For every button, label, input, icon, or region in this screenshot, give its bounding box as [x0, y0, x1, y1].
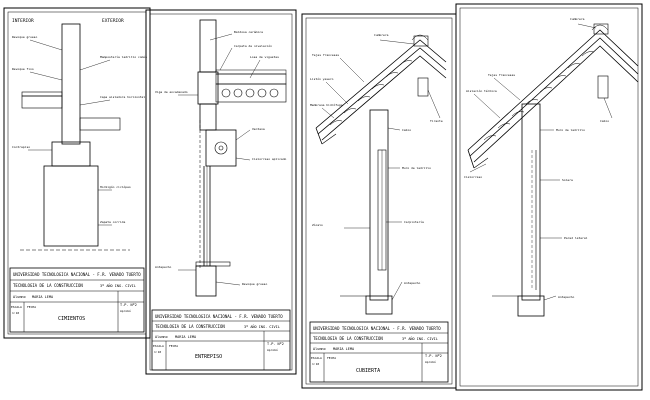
- title-block: UNIVERSIDAD TECNOLOGICA NACIONAL - F.R. …: [9, 267, 145, 333]
- year: 3º AÑO ING. CIVIL: [402, 336, 438, 341]
- tp-number: T.P. Nº2: [120, 303, 137, 307]
- university: UNIVERSIDAD TECNOLOGICA NACIONAL - F.R. …: [155, 314, 283, 319]
- label-exterior: EXTERIOR: [102, 18, 124, 24]
- scale-label: ESCALA: [311, 356, 322, 360]
- sheet-entrepiso: Baldosa cerámica Carpeta de nivelación L…: [145, 9, 297, 375]
- student: MARIA LEMA: [333, 347, 355, 351]
- note: Losa de viguetas: [250, 55, 279, 59]
- title-block: UNIVERSIDAD TECNOLOGICA NACIONAL - F.R. …: [151, 309, 291, 371]
- date-label: FECHA: [27, 305, 36, 309]
- tp-number: T.P. Nº2: [267, 342, 284, 346]
- note: Antepecho: [155, 265, 171, 269]
- note: Viga de encadenado: [155, 90, 188, 94]
- ring-beam: [197, 71, 219, 105]
- title-block: UNIVERSIDAD TECNOLOGICA NACIONAL - F.R. …: [309, 321, 449, 383]
- note: Tejas francesas: [312, 53, 339, 57]
- note: Zapata corrida: [100, 220, 125, 224]
- approved: Aprobó: [120, 309, 131, 313]
- scale: 1:10: [312, 362, 319, 366]
- note: Tirante: [430, 119, 443, 123]
- date-label: FECHA: [327, 356, 336, 360]
- note: Muro de ladrillo: [556, 128, 585, 132]
- approved: Aprobó: [267, 348, 278, 352]
- date-label: FECHA: [169, 344, 178, 348]
- note: Antepecho: [404, 281, 420, 285]
- note: Antepecho: [558, 295, 574, 299]
- course: TECNOLOGIA DE LA CONSTRUCCION: [155, 324, 225, 329]
- course: TECNOLOGIA DE LA CONSTRUCCION: [313, 336, 383, 341]
- note: Revoque grueso: [242, 282, 267, 286]
- note: Mampostería ladrillo común: [100, 55, 147, 59]
- course: TECNOLOGIA DE LA CONSTRUCCION: [13, 283, 83, 288]
- note: Cumbrera: [374, 33, 389, 37]
- foundation-concrete: [43, 165, 99, 247]
- student-label: Alumno: [13, 295, 26, 299]
- scale-label: ESCALA: [153, 344, 164, 348]
- student-label: Alumno: [155, 335, 168, 339]
- sheet-cimientos: INTERIOR EXTERIOR Revoque grueso Revoque…: [3, 7, 151, 339]
- approved: Aprobó: [425, 360, 436, 364]
- scale-label: ESCALA: [11, 305, 22, 309]
- university: UNIVERSIDAD TECNOLOGICA NACIONAL - F.R. …: [313, 326, 441, 331]
- note: Carpintería: [404, 220, 424, 224]
- student: MARIA LEMA: [32, 295, 54, 299]
- note: Cabio: [600, 119, 609, 123]
- university: UNIVERSIDAD TECNOLOGICA NACIONAL - F.R. …: [13, 272, 141, 277]
- note: Cabio: [402, 128, 411, 132]
- note: Aislación térmica: [466, 89, 497, 93]
- note: Tejas francesas: [488, 73, 515, 77]
- note: Zócalo: [312, 223, 323, 227]
- note: Carpeta de nivelación: [234, 44, 272, 48]
- scale: 1:10: [154, 350, 161, 354]
- label-interior: INTERIOR: [12, 18, 34, 24]
- brick-wall: [521, 103, 541, 301]
- note: Pared lateral: [564, 236, 588, 240]
- sheet-cubierta-2: Cumbrera Tejas francesas Aislación térmi…: [455, 3, 643, 391]
- roof: [467, 29, 639, 163]
- student: MARIA LEMA: [175, 335, 197, 339]
- note: Hormigón ciclópeo: [100, 185, 131, 189]
- note: Cielorraso: [464, 175, 482, 179]
- note: Cumbrera: [570, 17, 585, 21]
- note: Ventana: [252, 127, 265, 131]
- scale: 1:10: [12, 311, 19, 315]
- year: 3º AÑO ING. CIVIL: [100, 283, 136, 288]
- note: Cielorraso aplicado: [252, 157, 287, 161]
- sheet-cubierta: Cumbrera Tejas francesas Listón yesero M…: [301, 13, 457, 389]
- sheet-title: CIMIENTOS: [58, 316, 85, 322]
- brick-wall: [369, 109, 389, 301]
- ridge-beam: [417, 77, 429, 97]
- brick-wall: [61, 23, 81, 145]
- note: Solera: [562, 178, 573, 182]
- sheet-title: ENTREPISO: [195, 354, 222, 360]
- contrapiso: [21, 95, 63, 109]
- note: Listón yesero: [310, 77, 334, 81]
- note: Revoque grueso: [12, 35, 37, 39]
- brick-wall-upper: [199, 19, 217, 73]
- slab: [215, 73, 287, 85]
- student-label: Alumno: [313, 347, 326, 351]
- note: Baldosa cerámica: [234, 30, 263, 34]
- roof: [315, 39, 447, 141]
- sheet-title: CUBIERTA: [356, 368, 380, 374]
- window-frame: [205, 129, 237, 167]
- note: Membrana hidrófuga: [310, 103, 343, 107]
- note: Contrapiso: [12, 145, 30, 149]
- year: 3º AÑO ING. CIVIL: [244, 324, 280, 329]
- note: Muro de ladrillo: [402, 166, 431, 170]
- note: Revoque fino: [12, 67, 34, 71]
- note: Capa aisladora horizontal: [100, 95, 145, 99]
- tp-number: T.P. Nº2: [425, 354, 442, 358]
